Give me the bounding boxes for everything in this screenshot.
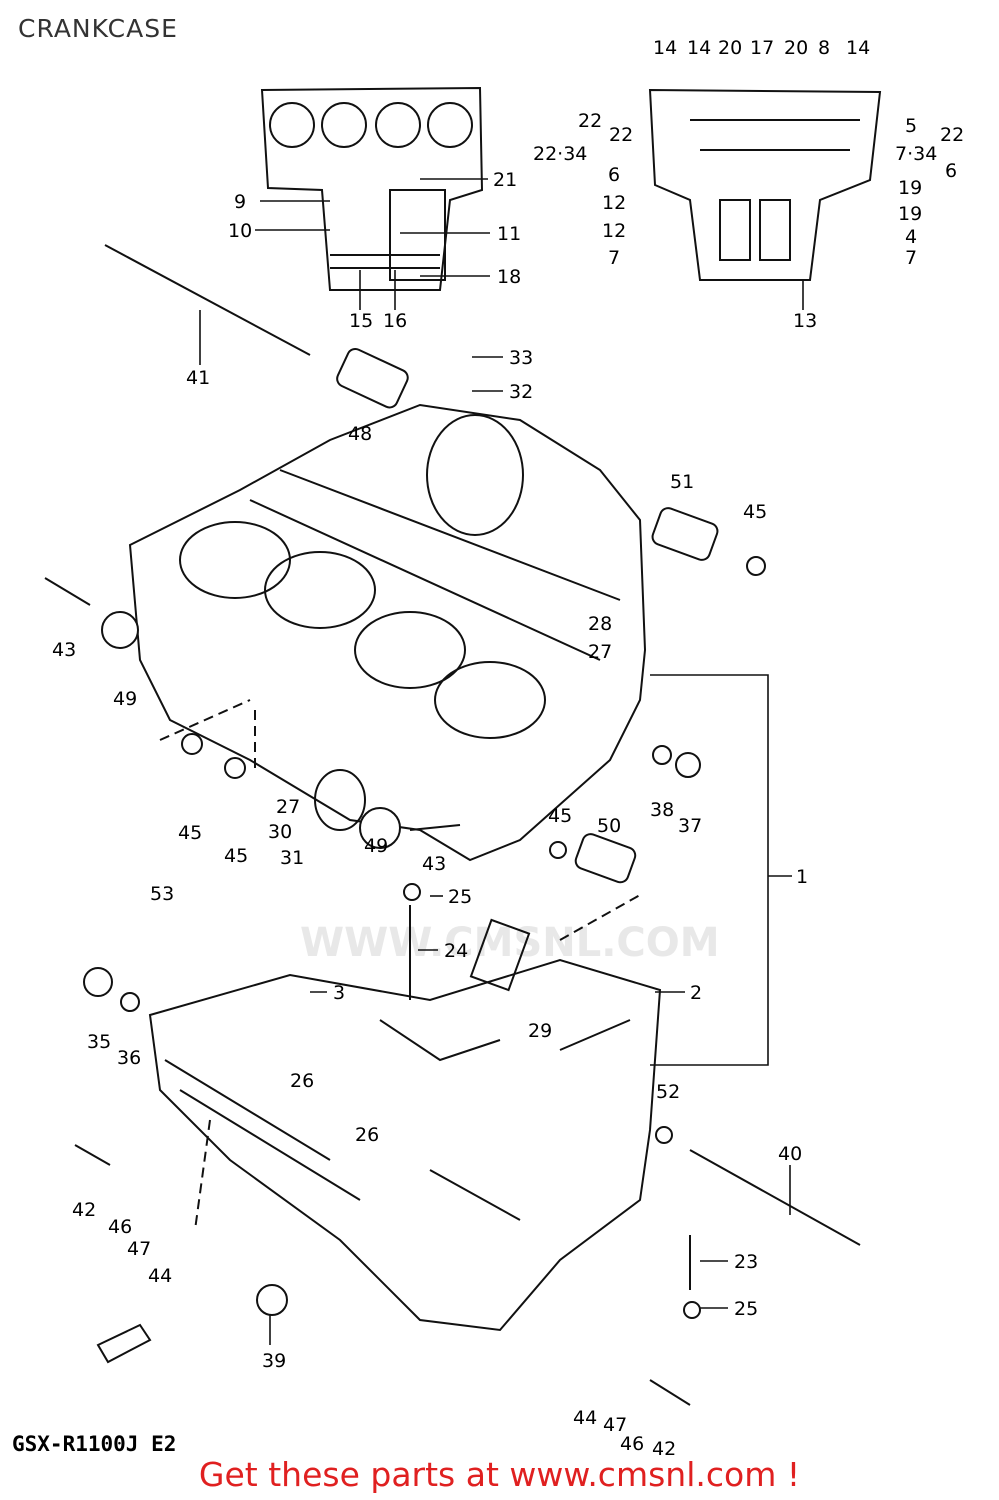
- callout-29: 29: [528, 1020, 552, 1042]
- callout-5: 5: [905, 115, 917, 137]
- callout-43b: 43: [422, 853, 446, 875]
- callout-19: 19: [898, 177, 922, 199]
- callout-41: 41: [186, 367, 210, 389]
- callout-45: 45: [743, 501, 767, 523]
- callout-12: 12: [602, 192, 626, 214]
- alignment-lines: [159, 699, 641, 1231]
- bolts-and-studs: [44, 244, 861, 1406]
- inset-upper-crankcase: [260, 86, 484, 291]
- callout-39: 39: [262, 1350, 286, 1372]
- callout-22b: 22: [609, 124, 633, 146]
- callout-38: 38: [650, 799, 674, 821]
- callout-7b: 7: [905, 247, 917, 269]
- callout-48: 48: [348, 423, 372, 445]
- callout-45d: 45: [548, 805, 572, 827]
- callout-14c: 14: [846, 37, 870, 59]
- callout-6b: 6: [945, 160, 957, 182]
- callout-32: 32: [509, 381, 533, 403]
- callout-14: 14: [653, 37, 677, 59]
- callout-36: 36: [117, 1047, 141, 1069]
- callout-37: 37: [678, 815, 702, 837]
- callout-33: 33: [509, 347, 533, 369]
- callout-30: 30: [268, 821, 292, 843]
- callout-49b: 49: [364, 835, 388, 857]
- callout-52: 52: [656, 1081, 680, 1103]
- lower-crankcase-half: [148, 918, 662, 1332]
- callout-53: 53: [150, 883, 174, 905]
- callout-50: 50: [597, 815, 621, 837]
- callout-3: 3: [333, 982, 345, 1004]
- callout-4: 4: [905, 226, 917, 248]
- callout-2: 2: [690, 982, 702, 1004]
- callout-26: 26: [290, 1070, 314, 1092]
- callout-51: 51: [670, 471, 694, 493]
- callout-11: 11: [497, 223, 521, 245]
- callout-42: 42: [72, 1199, 96, 1221]
- callout-45c: 45: [224, 845, 248, 867]
- callout-28: 28: [588, 613, 612, 635]
- callout-13: 13: [793, 310, 817, 332]
- callout-20b: 20: [784, 37, 808, 59]
- inset-lower-crankcase: [648, 88, 882, 281]
- callout-31: 31: [280, 847, 304, 869]
- callout-19b: 19: [898, 203, 922, 225]
- callout-18: 18: [497, 266, 521, 288]
- callout-10: 10: [228, 220, 252, 242]
- callout-43: 43: [52, 639, 76, 661]
- callout-21: 21: [493, 169, 517, 191]
- callout-23: 23: [734, 1251, 758, 1273]
- callout-42b: 42: [652, 1438, 676, 1460]
- upper-crankcase-half: [128, 403, 647, 862]
- callout-16: 16: [383, 310, 407, 332]
- callout-14b: 14: [687, 37, 711, 59]
- callout-8: 8: [818, 37, 830, 59]
- callout-6: 6: [608, 164, 620, 186]
- callout-46b: 46: [620, 1433, 644, 1455]
- part-callouts: 1 2 3 4 5 6 6 7 7 7·34 8 9 10 11 12 12 1…: [52, 37, 964, 1460]
- callout-45b: 45: [178, 822, 202, 844]
- assembly-bracket: [650, 674, 792, 1066]
- callout-15: 15: [349, 310, 373, 332]
- callout-7-34: 7·34: [895, 143, 937, 165]
- callout-20: 20: [718, 37, 742, 59]
- callout-7: 7: [608, 247, 620, 269]
- callout-9: 9: [234, 191, 246, 213]
- callout-44b: 44: [573, 1407, 597, 1429]
- callout-40: 40: [778, 1143, 802, 1165]
- leader-lines: [199, 178, 804, 1345]
- callout-25b: 25: [734, 1298, 758, 1320]
- callout-12b: 12: [602, 220, 626, 242]
- callout-24: 24: [444, 940, 468, 962]
- direction-arrow-icon: [96, 1323, 152, 1364]
- callout-26b: 26: [355, 1124, 379, 1146]
- callout-49: 49: [113, 688, 137, 710]
- callout-47b: 47: [603, 1414, 627, 1436]
- callout-27b: 27: [588, 641, 612, 663]
- callout-44: 44: [148, 1265, 172, 1287]
- callout-22: 22: [578, 110, 602, 132]
- footer-promo-text[interactable]: Get these parts at www.cmsnl.com !: [198, 1455, 801, 1494]
- callout-22-34: 22·34: [533, 143, 587, 165]
- callout-47: 47: [127, 1238, 151, 1260]
- callout-27: 27: [276, 796, 300, 818]
- diagram-title: CRANKCASE: [18, 14, 178, 43]
- callout-17: 17: [750, 37, 774, 59]
- callout-46: 46: [108, 1216, 132, 1238]
- model-code: GSX-R1100J E2: [12, 1432, 177, 1456]
- callout-22c: 22: [940, 124, 964, 146]
- callout-35: 35: [87, 1031, 111, 1053]
- callout-1: 1: [796, 866, 808, 888]
- callout-25: 25: [448, 886, 472, 908]
